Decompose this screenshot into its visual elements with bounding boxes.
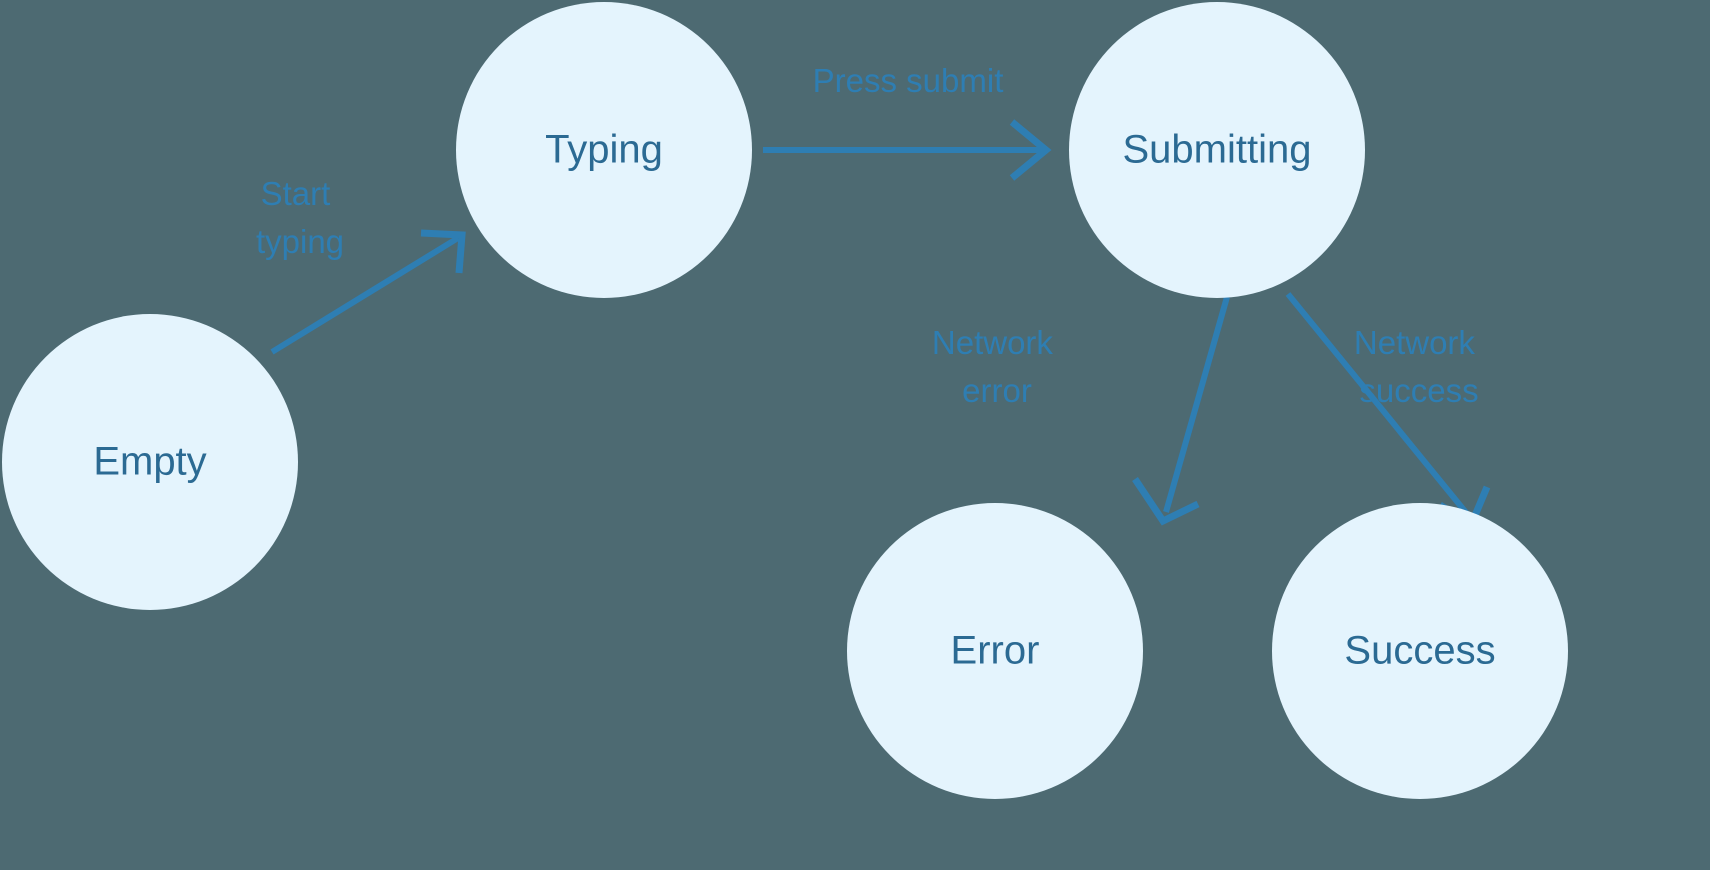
state-node-error-label: Error (951, 629, 1040, 673)
state-node-error[interactable]: Error (847, 503, 1143, 799)
edge-label-start-typing: Start typing (256, 175, 344, 260)
state-node-error-circle[interactable] (847, 503, 1143, 799)
state-node-submitting-label: Submitting (1123, 128, 1312, 172)
state-node-typing-circle[interactable] (456, 2, 752, 298)
state-node-submitting[interactable]: Submitting (1069, 2, 1365, 298)
edge-empty-to-typing-arrowhead (420, 229, 466, 274)
state-node-empty-label: Empty (93, 440, 206, 484)
edge-typing-to-submitting-arrowhead (1009, 119, 1052, 181)
edge-submitting-to-error: Network error (932, 296, 1230, 526)
state-node-empty[interactable]: Empty (2, 314, 298, 610)
state-node-success-circle[interactable] (1272, 503, 1568, 799)
state-node-success-label: Success (1344, 629, 1495, 673)
edge-empty-to-typing-line (270, 235, 460, 355)
edge-submitting-to-error-arrowhead (1132, 477, 1200, 526)
edge-typing-to-submitting: Press submit (763, 62, 1052, 181)
edge-label-press-submit: Press submit (813, 62, 1004, 99)
edge-submitting-to-error-line (1163, 296, 1230, 513)
edge-submitting-to-success-line (1285, 292, 1471, 517)
edge-empty-to-typing: Start typing (256, 175, 466, 355)
state-node-typing[interactable]: Typing (456, 2, 752, 298)
state-node-typing-label: Typing (545, 128, 663, 172)
edge-submitting-to-success: Network success (1285, 292, 1491, 531)
state-node-success[interactable]: Success (1272, 503, 1568, 799)
edge-label-network-error: Network error (932, 324, 1062, 409)
edge-label-network-success: Network success (1354, 324, 1484, 409)
state-node-submitting-circle[interactable] (1069, 2, 1365, 298)
state-node-empty-circle[interactable] (2, 314, 298, 610)
